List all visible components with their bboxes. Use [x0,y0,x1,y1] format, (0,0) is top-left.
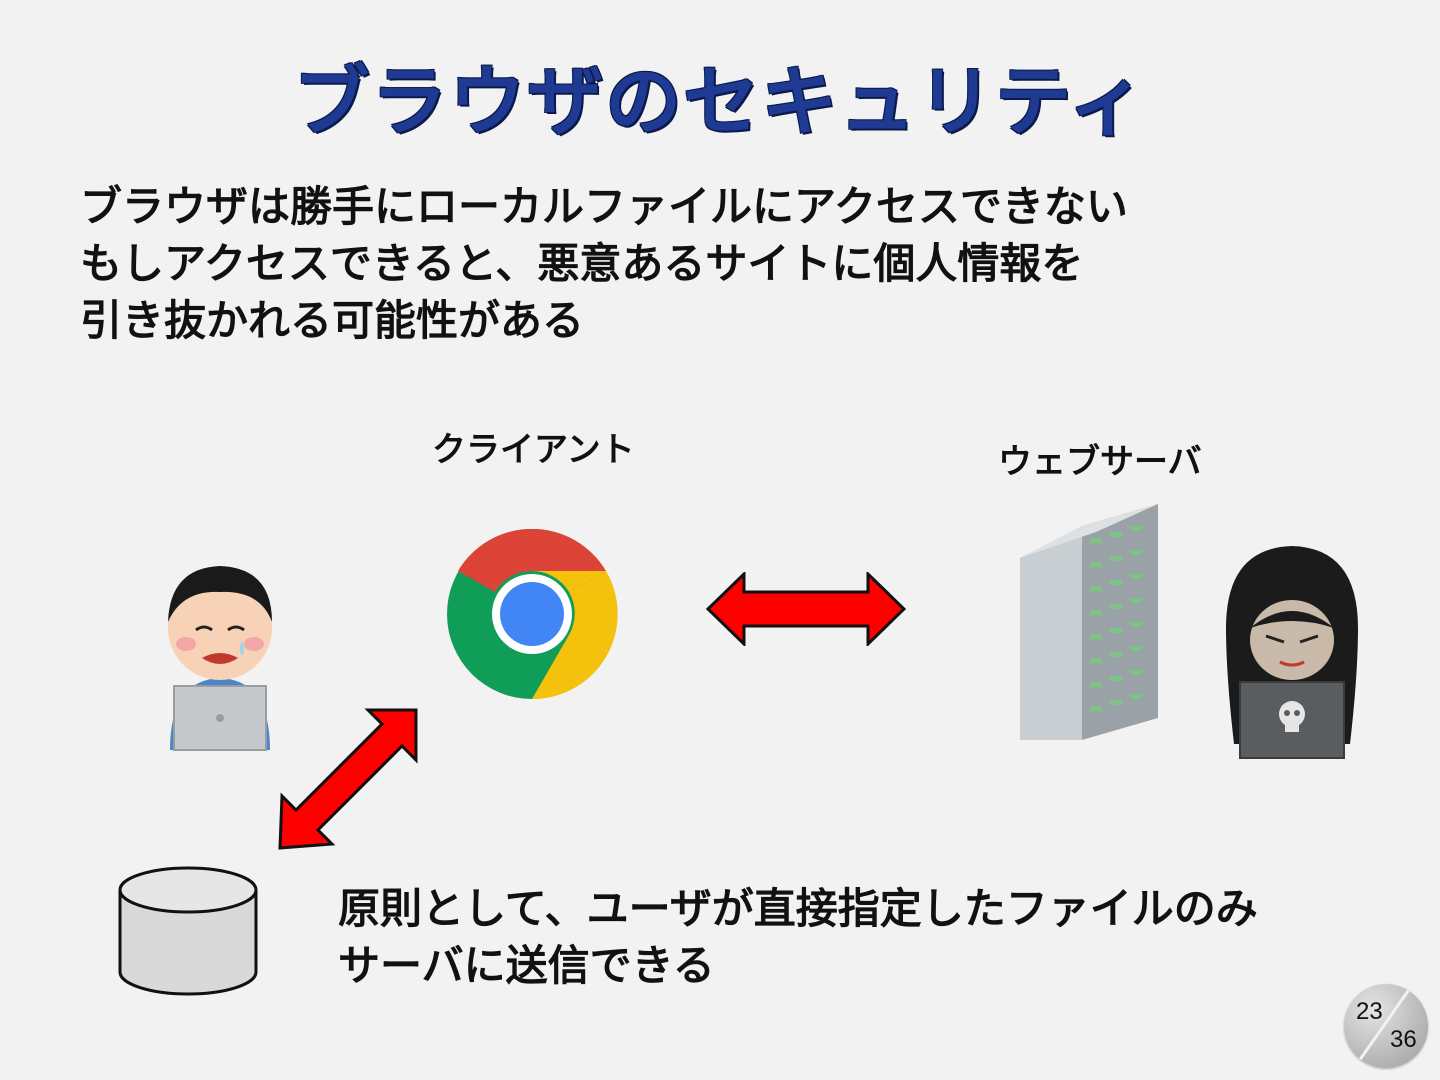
body-line: ブラウザは勝手にローカルファイルにアクセスできない [80,178,1380,235]
page-total: 36 [1390,1026,1417,1054]
double-arrow-icon [706,572,906,646]
server-label: ウェブサーバ [998,434,1202,483]
worried-user-with-laptop-icon [160,560,280,760]
bottom-line: 原則として、ユーザが直接指定したファイルのみ [338,880,1418,937]
server-rack-icon [1018,502,1162,746]
bottom-line: サーバに送信できる [338,937,1418,994]
page-number-badge: 23 36 [1344,984,1428,1068]
double-arrow-icon [272,704,422,854]
body-line: 引き抜かれる可能性がある [80,292,1380,349]
slide-title: ブラウザのセキュリティ [0,40,1440,150]
body-text: ブラウザは勝手にローカルファイルにアクセスできない もしアクセスできると、悪意あ… [80,178,1380,349]
client-label: クライアント [432,422,635,471]
page-current: 23 [1356,998,1383,1026]
bottom-text: 原則として、ユーザが直接指定したファイルのみ サーバに送信できる [338,880,1418,994]
hacker-with-laptop-icon [1222,544,1362,760]
local-storage-cylinder-icon [116,866,260,998]
body-line: もしアクセスできると、悪意あるサイトに個人情報を [80,235,1380,292]
chrome-browser-icon [446,528,618,700]
